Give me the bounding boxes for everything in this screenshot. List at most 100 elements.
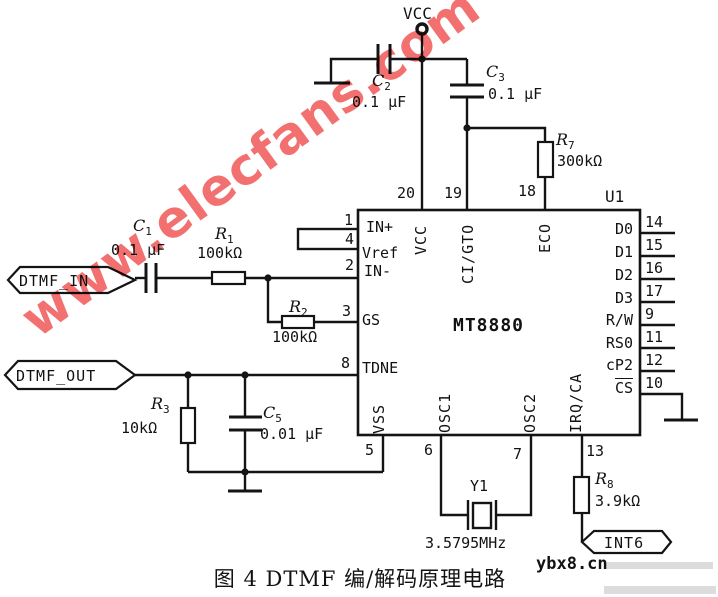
r7-ref-letter: R <box>556 130 569 149</box>
ybx8-watermark: ybx8.cn <box>536 554 608 574</box>
pin13-number: 13 <box>586 442 605 460</box>
pin-label-vref: Vref <box>362 244 399 262</box>
junction <box>418 55 426 63</box>
wire-c2-gnd <box>329 57 378 83</box>
c1-value: 0.1 μF <box>111 241 166 259</box>
r1-ref-sub: 1 <box>227 233 234 247</box>
scan-artifact <box>604 586 716 594</box>
y1-ref: Y1 <box>470 477 489 495</box>
ic-part-number: MT8880 <box>453 315 525 336</box>
pin-label-vss: VSS <box>370 403 388 434</box>
junction-dots <box>184 55 471 476</box>
r7-value: 300kΩ <box>557 152 603 170</box>
pin20-number: 20 <box>397 184 416 202</box>
c2-ref: C2 <box>372 71 391 94</box>
r1-value: 100kΩ <box>197 244 243 262</box>
pin-label-cigto: CI/GTO <box>459 223 477 284</box>
pin5-number: 5 <box>365 441 375 459</box>
ic-mt8880-body <box>356 208 642 437</box>
r7-ref-sub: 7 <box>568 139 575 153</box>
r7-body <box>536 140 555 179</box>
r8-body <box>572 475 591 515</box>
dtmf-in-tag-shape <box>6 265 138 295</box>
r2-ref-letter: R <box>289 297 302 316</box>
wire-pin7 <box>496 435 533 517</box>
pin8-number: 8 <box>341 354 351 372</box>
pin-label-in-minus: IN- <box>364 262 392 280</box>
c1-ref: C1 <box>133 216 152 239</box>
pin-label-osc1: OSC1 <box>436 392 454 433</box>
r1-body <box>210 270 247 286</box>
pin17-number: 17 <box>645 282 664 300</box>
pin-label-osc2: OSC2 <box>521 392 539 433</box>
ic-designator: U1 <box>605 187 625 206</box>
pin1-number: 1 <box>344 211 354 229</box>
r1-ref-letter: R <box>215 224 228 243</box>
pin-label-eco: ECO <box>536 222 554 253</box>
pin11-number: 11 <box>645 328 664 346</box>
r3-ref: R3 <box>151 395 170 417</box>
r7-ref: R7 <box>556 130 575 153</box>
int6-tag-shape <box>580 529 673 555</box>
pin-label-d1: D1 <box>614 243 633 261</box>
pin10-number: 10 <box>645 374 664 392</box>
wire-pin6 <box>439 435 468 517</box>
pin-label-in-plus: IN+ <box>366 218 394 236</box>
pin15-number: 15 <box>645 236 664 254</box>
pin-label-tdne: TDNE <box>362 359 399 377</box>
c3-ref-letter: C <box>486 62 499 81</box>
vcc-net-label: VCC <box>403 4 432 23</box>
y1-value: 3.5795MHz <box>425 534 507 552</box>
c5-ref: C5 <box>263 404 282 426</box>
crystal-y1-symbol <box>466 500 498 530</box>
pin-label-d3: D3 <box>614 289 633 307</box>
r1-ref: R1 <box>215 224 234 247</box>
wire-r2-drop <box>266 278 282 324</box>
r3-body <box>179 406 197 445</box>
int6-tag-label: INT6 <box>604 534 645 552</box>
pin3-number: 3 <box>342 302 352 320</box>
capacitor-plates <box>144 44 484 432</box>
pin4-number: 4 <box>345 230 355 248</box>
pin14-number: 14 <box>645 213 664 231</box>
pin2-number: 2 <box>345 256 355 274</box>
c3-ref: C3 <box>486 62 505 85</box>
c2-ref-sub: 2 <box>384 80 391 94</box>
y1-body <box>471 501 493 530</box>
r2-ref: R2 <box>289 297 308 319</box>
r3-ref-sub: 3 <box>163 403 170 417</box>
r2-value: 100kΩ <box>272 328 318 346</box>
pin12-number: 12 <box>645 351 664 369</box>
pin6-number: 6 <box>424 441 434 459</box>
dtmf-out-tag-label: DTMF_OUT <box>16 367 97 385</box>
r8-ref-sub: 8 <box>607 478 614 492</box>
c2-ref-letter: C <box>372 71 385 90</box>
r8-ref: R8 <box>595 470 614 492</box>
junction <box>241 371 249 379</box>
c5-ref-sub: 5 <box>275 412 282 426</box>
pin-label-d0: D0 <box>614 220 633 238</box>
c1-ref-letter: C <box>133 216 146 235</box>
wire-r7-branch <box>467 126 547 142</box>
pin16-number: 16 <box>645 259 664 277</box>
c2-value: 0.1 μF <box>352 93 407 111</box>
c1-ref-sub: 1 <box>145 225 152 239</box>
pin9-number: 9 <box>645 305 655 323</box>
r2-body <box>280 314 316 330</box>
c5-value: 0.01 μF <box>260 425 324 443</box>
scan-artifact <box>605 562 713 569</box>
r3-value: 10kΩ <box>121 419 158 437</box>
pin19-number: 19 <box>444 184 463 202</box>
c3-ref-sub: 3 <box>498 71 505 85</box>
ground-symbols <box>228 81 698 493</box>
pin-label-rw: R/W <box>605 311 633 329</box>
vcc-terminal <box>415 22 429 36</box>
pin18-number: 18 <box>518 182 537 200</box>
pin-label-vcc: VCC <box>412 224 430 255</box>
junction <box>463 124 471 132</box>
dtmf-out-tag-shape <box>3 359 137 391</box>
c3-value: 0.1 μF <box>488 85 543 103</box>
pin-label-irqca: IRQ/CA <box>567 372 585 433</box>
